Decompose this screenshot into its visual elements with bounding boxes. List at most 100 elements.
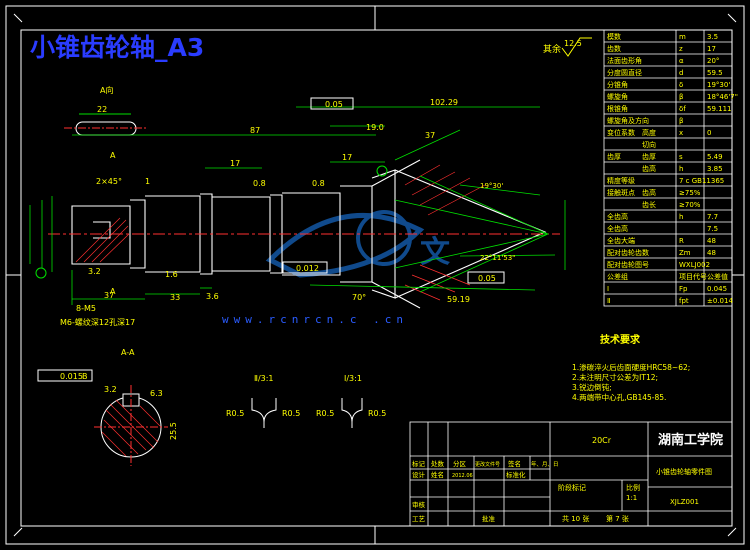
aa-dim-6-3: 6.3 (150, 389, 163, 398)
params-row-name: 全齿高 (607, 224, 628, 233)
datum-c-circle (35, 267, 47, 279)
params-row-value: 18°46'7" (707, 93, 738, 101)
dim-22deg: 22°11'53" (480, 254, 515, 262)
section-aa-label: A-A (121, 348, 135, 357)
params-row-name: Ⅰ (607, 285, 609, 293)
tb-school: 湖南工学院 (658, 432, 723, 448)
params-row-symbol: 7 c GB11365 (679, 177, 724, 185)
cone-lines (394, 175, 549, 293)
params-row-symbol: β (679, 117, 683, 125)
params-row-value: 0.045 (707, 285, 727, 293)
tb-approve: 批准 (482, 514, 496, 523)
dim-3-2: 3.2 (88, 267, 101, 276)
params-row-name: 法面齿形角 (607, 56, 642, 65)
params-row-symbol: d (679, 69, 683, 77)
params-row-symbol: WXLJ002 (679, 261, 710, 269)
dim-37b: 37 (425, 131, 435, 140)
tb-drawing-name: 小锥齿轮轴零件图 (656, 467, 712, 476)
tb-header-date: 年、月、日 (531, 460, 559, 468)
drawing-title: 小锥齿轮轴_A3 (30, 33, 204, 62)
params-row-symbol: Fp (679, 285, 688, 293)
tb-stage-label: 阶段标记 (558, 483, 586, 492)
tb-material: 20Cr (592, 436, 612, 445)
tb-header-sign: 签名 (508, 459, 521, 468)
params-row-value: 59.5 (707, 69, 723, 77)
section-mark-a-top: A (110, 151, 116, 160)
params-row-value: 3.85 (707, 165, 723, 173)
params-row-symbol: α (679, 57, 684, 65)
params-row-symbol: h (679, 213, 683, 221)
view-a-label: A向 (100, 85, 113, 95)
params-row-sub: 齿长 (642, 200, 656, 209)
tech-req-item-3: 3.锐边倒钝; (572, 382, 612, 392)
params-row-sub: 齿高 (642, 188, 656, 197)
params-row-value: 0 (707, 129, 711, 137)
params-row-name: 分度圆直径 (607, 68, 642, 77)
params-row-symbol: x (679, 129, 683, 137)
params-row-value: 公差值 (707, 272, 728, 281)
datum-d-circle (376, 165, 388, 177)
dimension-lines (29, 106, 566, 305)
dim-33: 33 (170, 293, 180, 302)
detail-2-shape (251, 398, 277, 428)
params-row-symbol: δ (679, 81, 683, 89)
tol-value-005: 0.05 (325, 100, 343, 109)
tol-value-0012: 0.012 (296, 264, 319, 273)
tb-header-mark: 标记 (412, 459, 426, 468)
gear-hatch (404, 164, 486, 301)
params-row-symbol: h (679, 165, 683, 173)
tb-header-zone: 分区 (453, 459, 467, 468)
params-row-symbol: R (679, 237, 684, 245)
detail-1-label: Ⅰ/3:1 (344, 374, 362, 383)
tb-header-count: 处数 (431, 459, 445, 468)
params-row-symbol: m (679, 33, 686, 41)
datum-b-aa: B (82, 372, 88, 381)
params-row-value: 59.111 (707, 105, 732, 113)
watermark-url: www.rcnrcn.c .cn (222, 313, 408, 326)
params-row-name: Ⅱ (607, 297, 610, 305)
params-row-name: 齿厚 (607, 153, 621, 161)
params-row-name: 配对齿轮图号 (607, 260, 649, 269)
tech-req-item-1: 1.渗碳淬火后齿面硬度HRC58~62; (572, 362, 690, 372)
params-row-name: 全齿高 (607, 212, 628, 221)
params-row-value: 20° (707, 57, 719, 65)
dim-19deg: 19°30' (480, 182, 503, 190)
view-a-dim: 22 (97, 105, 107, 114)
tb-sheets: 共 10 张 (562, 514, 589, 523)
params-row-value: 48 (707, 249, 716, 257)
params-row-name: 根锥角 (607, 104, 628, 113)
tol-frame-aa (37, 369, 93, 382)
dim-0-8a: 0.8 (253, 179, 266, 188)
params-row-symbol: s (679, 153, 683, 161)
title-block (409, 421, 733, 527)
params-row-value: 5.49 (707, 153, 723, 161)
params-row-name: 螺旋角 (607, 92, 628, 101)
tech-req-title: 技术要求 (600, 333, 641, 346)
tb-date: 2012.06 (452, 473, 473, 479)
params-row-name: 配对齿轮齿数 (607, 248, 649, 257)
aa-dim-3-2: 3.2 (104, 385, 117, 394)
params-table-border (603, 29, 733, 307)
dim-1: 1 (145, 177, 150, 186)
params-row-name: 模数 (607, 32, 621, 41)
params-row-name: 变位系数 (607, 128, 635, 137)
watermark-logo: 文 (265, 210, 450, 278)
detail-1-r2: R0.5 (368, 409, 386, 418)
dim-37: 37 (104, 291, 114, 300)
section-aa-hatch (101, 399, 161, 457)
params-row-symbol: ≥70% (679, 201, 701, 209)
aa-dim-25-5: 25.5 (169, 422, 178, 440)
params-row-symbol: Zm (679, 249, 691, 257)
tech-req-item-2: 2.未注明尺寸公差为IT12; (572, 372, 658, 382)
params-row-value: 48 (707, 237, 716, 245)
params-row-value: 7.7 (707, 213, 718, 221)
detail-1-shape (341, 398, 363, 428)
params-row-sub: 切向 (642, 140, 656, 149)
params-row-symbol: 项目代号 (679, 272, 707, 281)
params-row-name: 螺旋角及方向 (607, 116, 649, 125)
roughness-rest-label: 其余 (543, 43, 561, 55)
params-row-value: 3.5 (707, 33, 718, 41)
